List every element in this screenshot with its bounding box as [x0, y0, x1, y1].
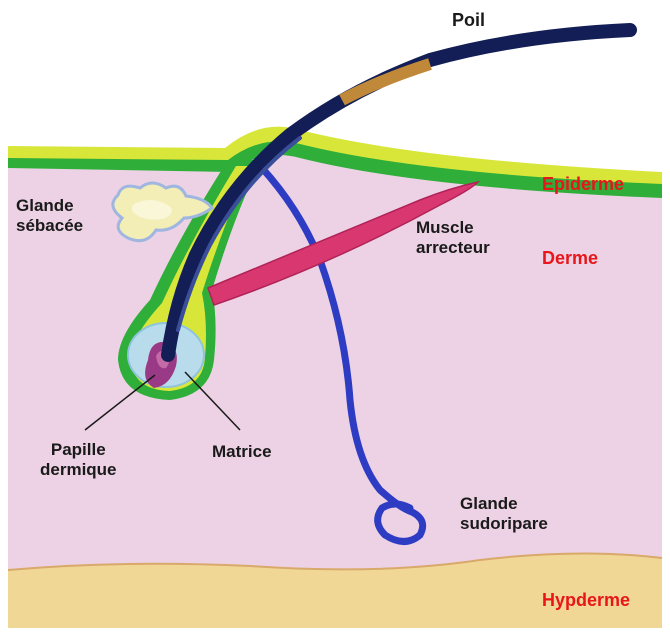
- label-papille-dermique: Papille dermique: [40, 440, 117, 480]
- label-glande-sudoripare-line1: Glande: [460, 494, 548, 514]
- layer-label-derme: Derme: [542, 248, 598, 269]
- label-papille-dermique-line1: Papille: [40, 440, 117, 460]
- label-poil: Poil: [452, 10, 485, 31]
- label-papille-dermique-line2: dermique: [40, 460, 117, 480]
- label-muscle-arrecteur: Muscle arrecteur: [416, 218, 490, 258]
- label-matrice: Matrice: [212, 442, 272, 462]
- label-glande-sebacee: Glande sébacée: [16, 196, 83, 236]
- label-muscle-arrecteur-line1: Muscle: [416, 218, 490, 238]
- label-glande-sebacee-line1: Glande: [16, 196, 83, 216]
- label-glande-sudoripare-line2: sudoripare: [460, 514, 548, 534]
- label-muscle-arrecteur-line2: arrecteur: [416, 238, 490, 258]
- layer-label-hypoderme: Hypderme: [542, 590, 630, 611]
- layer-label-epiderme: Epiderme: [542, 174, 624, 195]
- label-glande-sudoripare: Glande sudoripare: [460, 494, 548, 534]
- derme-layer: [8, 145, 662, 570]
- label-glande-sebacee-line2: sébacée: [16, 216, 83, 236]
